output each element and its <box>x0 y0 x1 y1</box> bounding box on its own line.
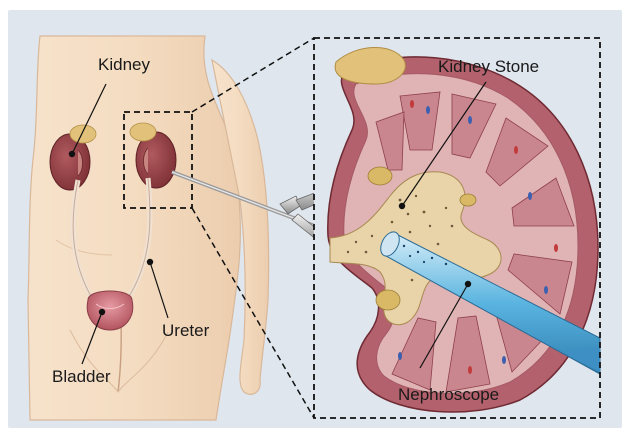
leader-dot <box>399 203 405 209</box>
bladder <box>87 291 133 330</box>
label-ureter: Ureter <box>162 322 209 339</box>
leader-dot <box>69 151 75 157</box>
label-kidney: Kidney <box>98 56 150 73</box>
leader-dot <box>465 281 471 287</box>
leader-dot <box>99 309 105 315</box>
label-nephroscope: Nephroscope <box>398 386 499 403</box>
kidney-detail-panel <box>314 38 600 418</box>
label-kidney-stone: Kidney Stone <box>438 58 539 75</box>
label-bladder: Bladder <box>52 368 111 385</box>
leader-dot <box>147 259 153 265</box>
